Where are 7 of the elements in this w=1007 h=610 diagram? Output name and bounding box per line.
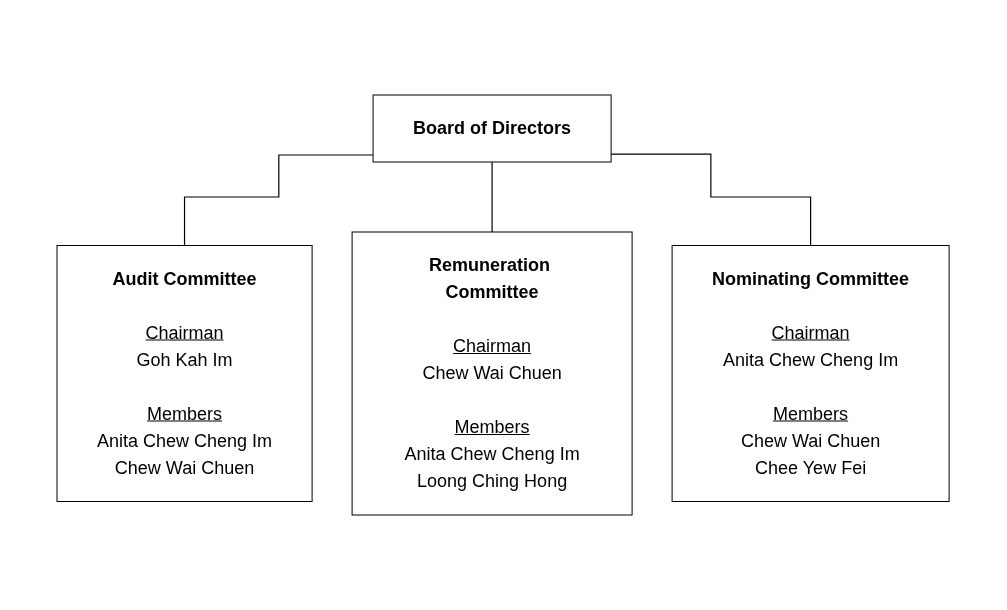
- node-box: Remuneration Committee Chairman Chew Wai Chuen Members Anita Chew Cheng Im Loong Ching Hong: [352, 231, 634, 516]
- connector: [491, 161, 494, 233]
- node-box: Board of Directors: [373, 94, 613, 163]
- node-box: Nominating Committee Chairman Anita Chew Cheng Im Members Chew Wai Chuen Chee Yew Fei: [672, 245, 951, 502]
- connector: [610, 153, 812, 247]
- connector: [184, 154, 375, 247]
- node-box: Audit Committee Chairman Goh Kah Im Members Anita Chew Cheng Im Chew Wai Chuen: [56, 245, 314, 502]
